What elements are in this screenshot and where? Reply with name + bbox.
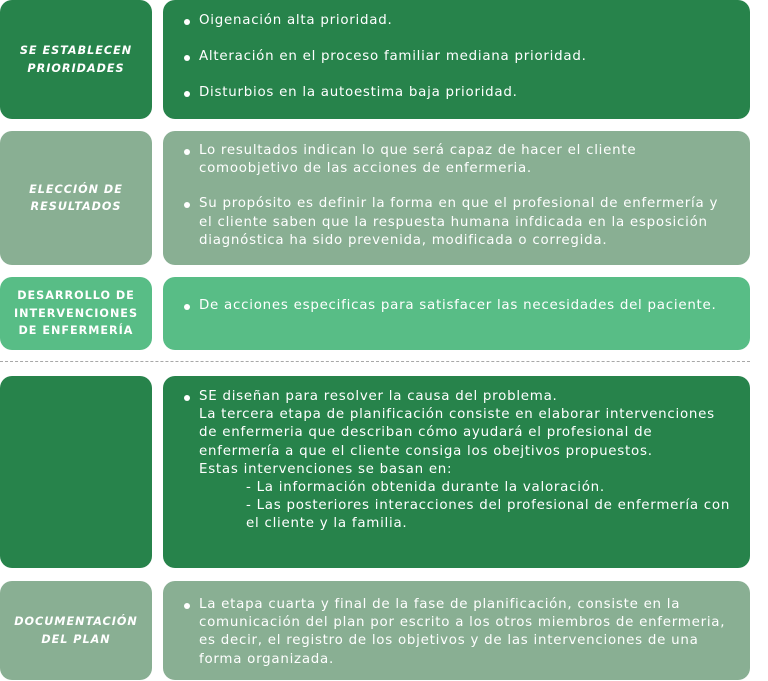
label-design bbox=[0, 376, 152, 568]
list-item: Lo resultados indican lo que será capaz … bbox=[182, 142, 736, 178]
content-priorities: Oigenación alta prioridad. Alteración en… bbox=[163, 0, 750, 119]
list-item: Disturbios en la autoestima baja priorid… bbox=[182, 84, 736, 102]
row-results: ELECCIÓN DE RESULTADOS Lo resultados ind… bbox=[0, 131, 768, 265]
documentation-list: La etapa cuarta y final de la fase de pl… bbox=[182, 596, 736, 669]
design-line-1: SE diseñan para resolver la causa del pr… bbox=[199, 389, 558, 404]
dashed-divider bbox=[0, 361, 750, 362]
label-interventions: DESARROLLO DE INTERVENCIONES DE ENFERMER… bbox=[0, 277, 152, 350]
row-priorities: SE ESTABLECEN PRIORIDADES Oigenación alt… bbox=[0, 0, 768, 119]
label-priorities: SE ESTABLECEN PRIORIDADES bbox=[0, 0, 152, 119]
label-documentation: DOCUMENTACIÓN DEL PLAN bbox=[0, 581, 152, 680]
list-item: Oigenación alta prioridad. bbox=[182, 12, 736, 30]
row-documentation: DOCUMENTACIÓN DEL PLAN La etapa cuarta y… bbox=[0, 581, 768, 680]
label-documentation-text: DOCUMENTACIÓN DEL PLAN bbox=[14, 615, 138, 646]
list-item: De acciones especificas para satisfacer … bbox=[182, 297, 736, 315]
design-subitem-1: - La información obtenida durante la val… bbox=[246, 480, 605, 496]
interventions-list: De acciones especificas para satisfacer … bbox=[182, 297, 736, 315]
row-design: SE diseñan para resolver la causa del pr… bbox=[0, 376, 768, 568]
row-interventions: DESARROLLO DE INTERVENCIONES DE ENFERMER… bbox=[0, 277, 768, 350]
list-item: Su propósito es definir la forma en que … bbox=[182, 195, 736, 250]
results-list: Lo resultados indican lo que será capaz … bbox=[182, 142, 736, 250]
label-priorities-text: SE ESTABLECEN PRIORIDADES bbox=[19, 44, 133, 75]
priorities-list: Oigenación alta prioridad. Alteración en… bbox=[182, 12, 736, 103]
content-design: SE diseñan para resolver la causa del pr… bbox=[163, 376, 750, 568]
list-item: La etapa cuarta y final de la fase de pl… bbox=[182, 596, 736, 669]
design-subitem-2: - Las posteriores interacciones del prof… bbox=[246, 498, 731, 532]
content-results: Lo resultados indican lo que será capaz … bbox=[163, 131, 750, 265]
label-results: ELECCIÓN DE RESULTADOS bbox=[0, 131, 152, 265]
content-documentation: La etapa cuarta y final de la fase de pl… bbox=[163, 581, 750, 680]
label-results-text: ELECCIÓN DE RESULTADOS bbox=[29, 182, 123, 214]
content-interventions: De acciones especificas para satisfacer … bbox=[163, 277, 750, 350]
label-interventions-text: DESARROLLO DE INTERVENCIONES DE ENFERMER… bbox=[13, 289, 139, 338]
design-list: SE diseñan para resolver la causa del pr… bbox=[182, 388, 736, 534]
list-item: Alteración en el proceso familiar median… bbox=[182, 48, 736, 66]
design-line-2: La tercera etapa de planificación consis… bbox=[199, 407, 715, 459]
design-line-3: Estas intervenciones se basan en: bbox=[199, 461, 453, 477]
list-item: SE diseñan para resolver la causa del pr… bbox=[182, 388, 736, 534]
